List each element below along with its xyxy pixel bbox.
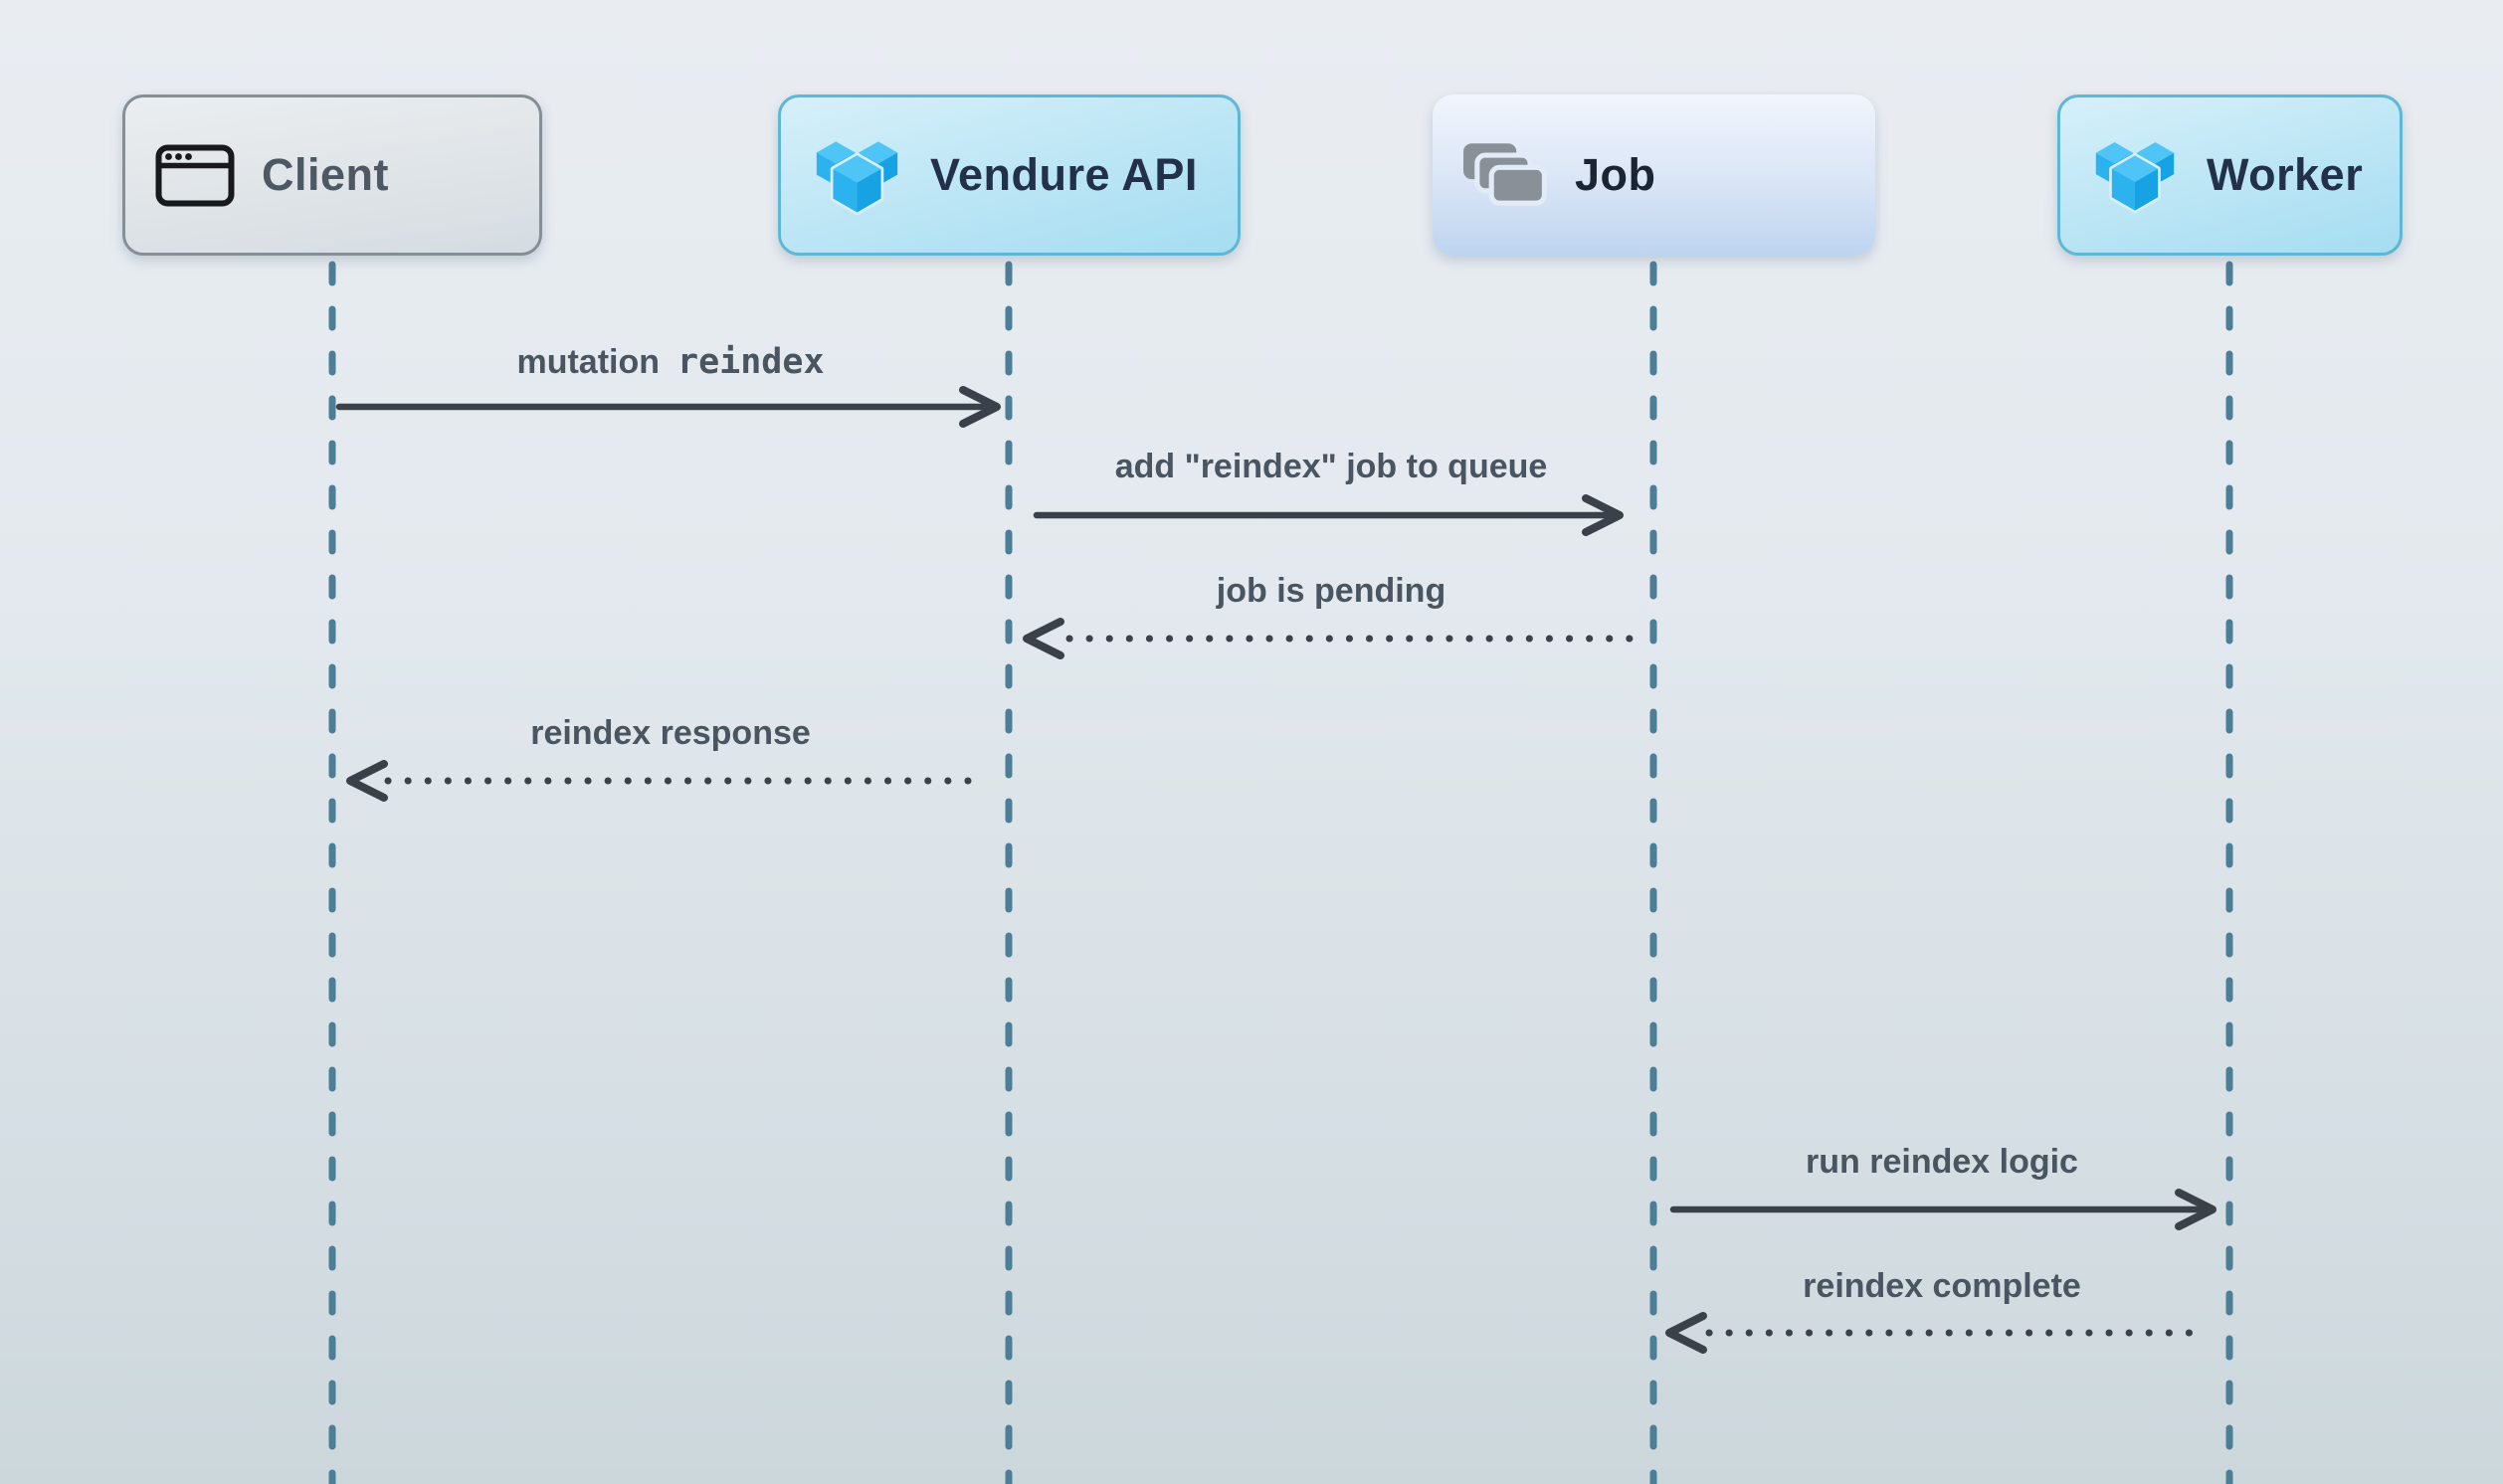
actor-vendure-api: Vendure API	[778, 94, 1241, 256]
message-label-add-job-to-queue: add "reindex" job to queue	[1115, 443, 1548, 490]
actor-label-job: Job	[1575, 149, 1656, 200]
message-label-reindex-response: reindex response	[530, 709, 811, 757]
actor-worker: Worker	[2057, 94, 2403, 256]
arrowhead-left-icon	[346, 760, 388, 802]
message-label-mutation-reindex: mutation reindex	[516, 338, 824, 386]
actor-label-vendure-api: Vendure API	[930, 149, 1198, 200]
message-label-run-reindex-logic: run reindex logic	[1806, 1138, 2078, 1186]
actor-label-worker: Worker	[2207, 149, 2364, 200]
message-label-job-is-pending: job is pending	[1217, 567, 1445, 615]
browser-window-icon	[155, 144, 235, 207]
actor-client: Client	[122, 94, 542, 256]
message-text: mutation	[516, 343, 661, 381]
message-text: reindex complete	[1803, 1267, 2081, 1305]
message-text: reindex response	[530, 714, 811, 752]
stacked-cards-icon	[1462, 142, 1548, 208]
arrowhead-left-icon	[1023, 618, 1064, 659]
vendure-cubes-icon	[811, 133, 903, 218]
arrowhead-right-icon	[1582, 494, 1624, 536]
arrowhead-left-icon	[1665, 1312, 1707, 1354]
message-text: run reindex logic	[1806, 1143, 2078, 1181]
message-code-text: reindex	[677, 342, 825, 382]
message-text: add "reindex" job to queue	[1114, 448, 1548, 485]
actor-job: Job	[1433, 94, 1875, 256]
arrowhead-right-icon	[959, 386, 1001, 428]
arrowhead-right-icon	[2175, 1189, 2216, 1230]
message-label-reindex-complete: reindex complete	[1803, 1262, 2081, 1310]
actor-label-client: Client	[262, 149, 390, 200]
message-text: job is pending	[1216, 572, 1446, 610]
vendure-cubes-icon	[2090, 134, 2180, 216]
